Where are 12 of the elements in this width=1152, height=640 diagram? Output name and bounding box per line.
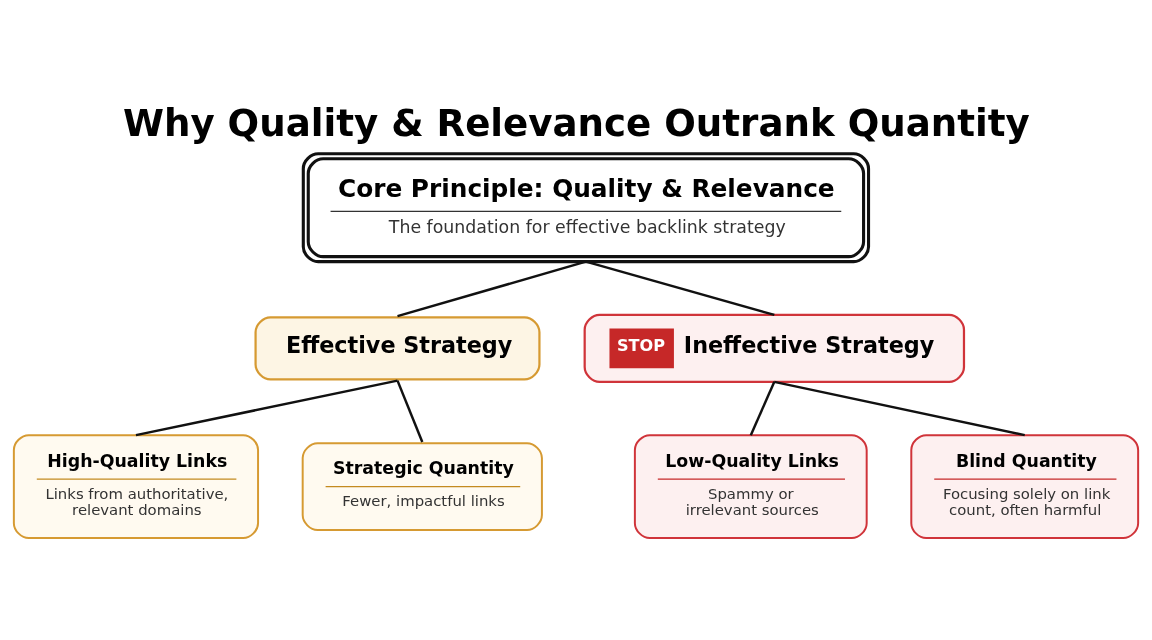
diagram-title: Why Quality & Relevance Outrank Quantity (122, 100, 1030, 145)
node-box: Effective Strategy (254, 315, 541, 380)
connector (396, 379, 424, 442)
node-box: Blind Quantity Focusing solely on link count, often harmful (910, 433, 1140, 539)
connector (749, 380, 776, 436)
connector (135, 378, 398, 436)
node-box: STOP Ineffective Strategy (583, 313, 966, 383)
node-box: Low-Quality Links Spammy or irrelevant sources (633, 433, 868, 539)
connector (774, 380, 1025, 436)
node-box: Strategic Quantity Fewer, impactful links (301, 441, 543, 531)
node-box: Core Principle: Quality & Relevance The foundation for effective backlink strategy (301, 151, 871, 263)
node-box: High-Quality Links Links from authoritative, relevant domains (12, 433, 260, 539)
